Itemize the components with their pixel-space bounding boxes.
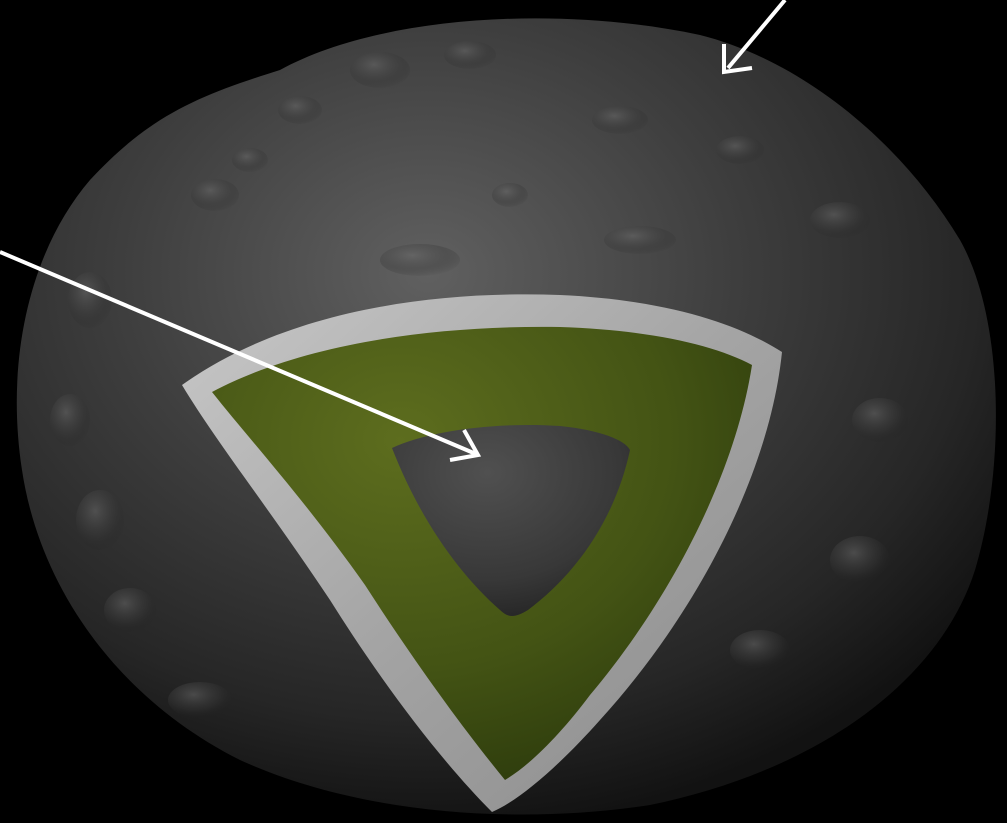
- crater: [278, 96, 322, 124]
- crater: [716, 136, 764, 164]
- crater: [444, 41, 496, 69]
- crater: [350, 52, 410, 88]
- crater: [604, 226, 676, 254]
- crater: [50, 394, 90, 446]
- crater: [810, 202, 870, 238]
- crater: [592, 106, 648, 134]
- crater: [830, 536, 890, 584]
- crater: [168, 682, 232, 718]
- crater: [730, 630, 790, 670]
- crater: [68, 272, 112, 328]
- crater: [104, 588, 156, 632]
- crater: [191, 179, 239, 211]
- crater: [852, 398, 908, 442]
- crater: [492, 183, 528, 207]
- crater: [232, 148, 268, 172]
- crater: [380, 244, 460, 276]
- crater: [76, 490, 124, 550]
